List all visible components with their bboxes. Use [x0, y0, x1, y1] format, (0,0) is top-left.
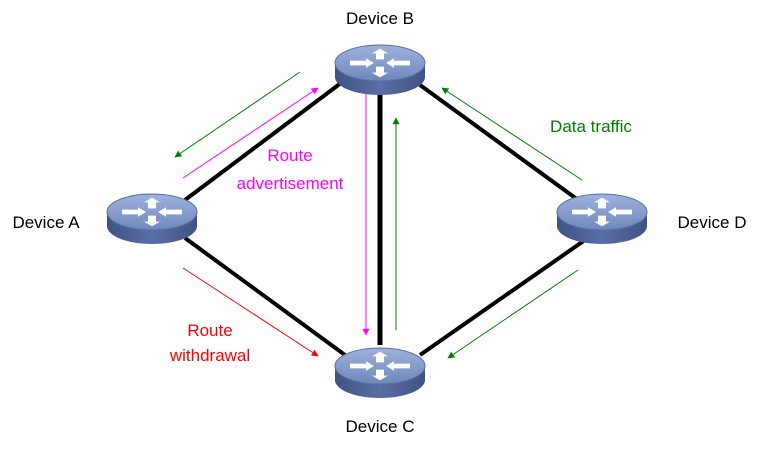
route-advertisement-label-line2: advertisement: [237, 174, 344, 193]
link-a-c: [183, 236, 347, 357]
link-b-d: [418, 83, 587, 207]
route-withdrawal-label-line2: withdrawal: [169, 346, 250, 365]
device-c-label: Device C: [346, 417, 415, 436]
link-a-b: [183, 78, 347, 202]
device-b-label: Device B: [346, 9, 414, 28]
traffic-arrow-d-b: [441, 87, 583, 181]
router-icon: [334, 347, 426, 399]
advertisement-arrow-a-b: [182, 87, 319, 179]
withdrawal-arrow-a-c: [182, 267, 319, 357]
device-a-label: Device A: [12, 213, 80, 232]
route-advertisement-label-line1: Route: [267, 146, 312, 165]
route-withdrawal-label-line1: Route: [187, 321, 232, 340]
router-icon: [106, 193, 198, 245]
router-icon: [556, 193, 648, 245]
link-d-c: [418, 238, 587, 357]
traffic-arrow-b-a: [174, 71, 301, 158]
router-icon: [334, 44, 426, 96]
traffic-arrow-d-c: [447, 269, 579, 359]
data-traffic-label: Data traffic: [550, 117, 632, 136]
device-d-label: Device D: [678, 213, 747, 232]
